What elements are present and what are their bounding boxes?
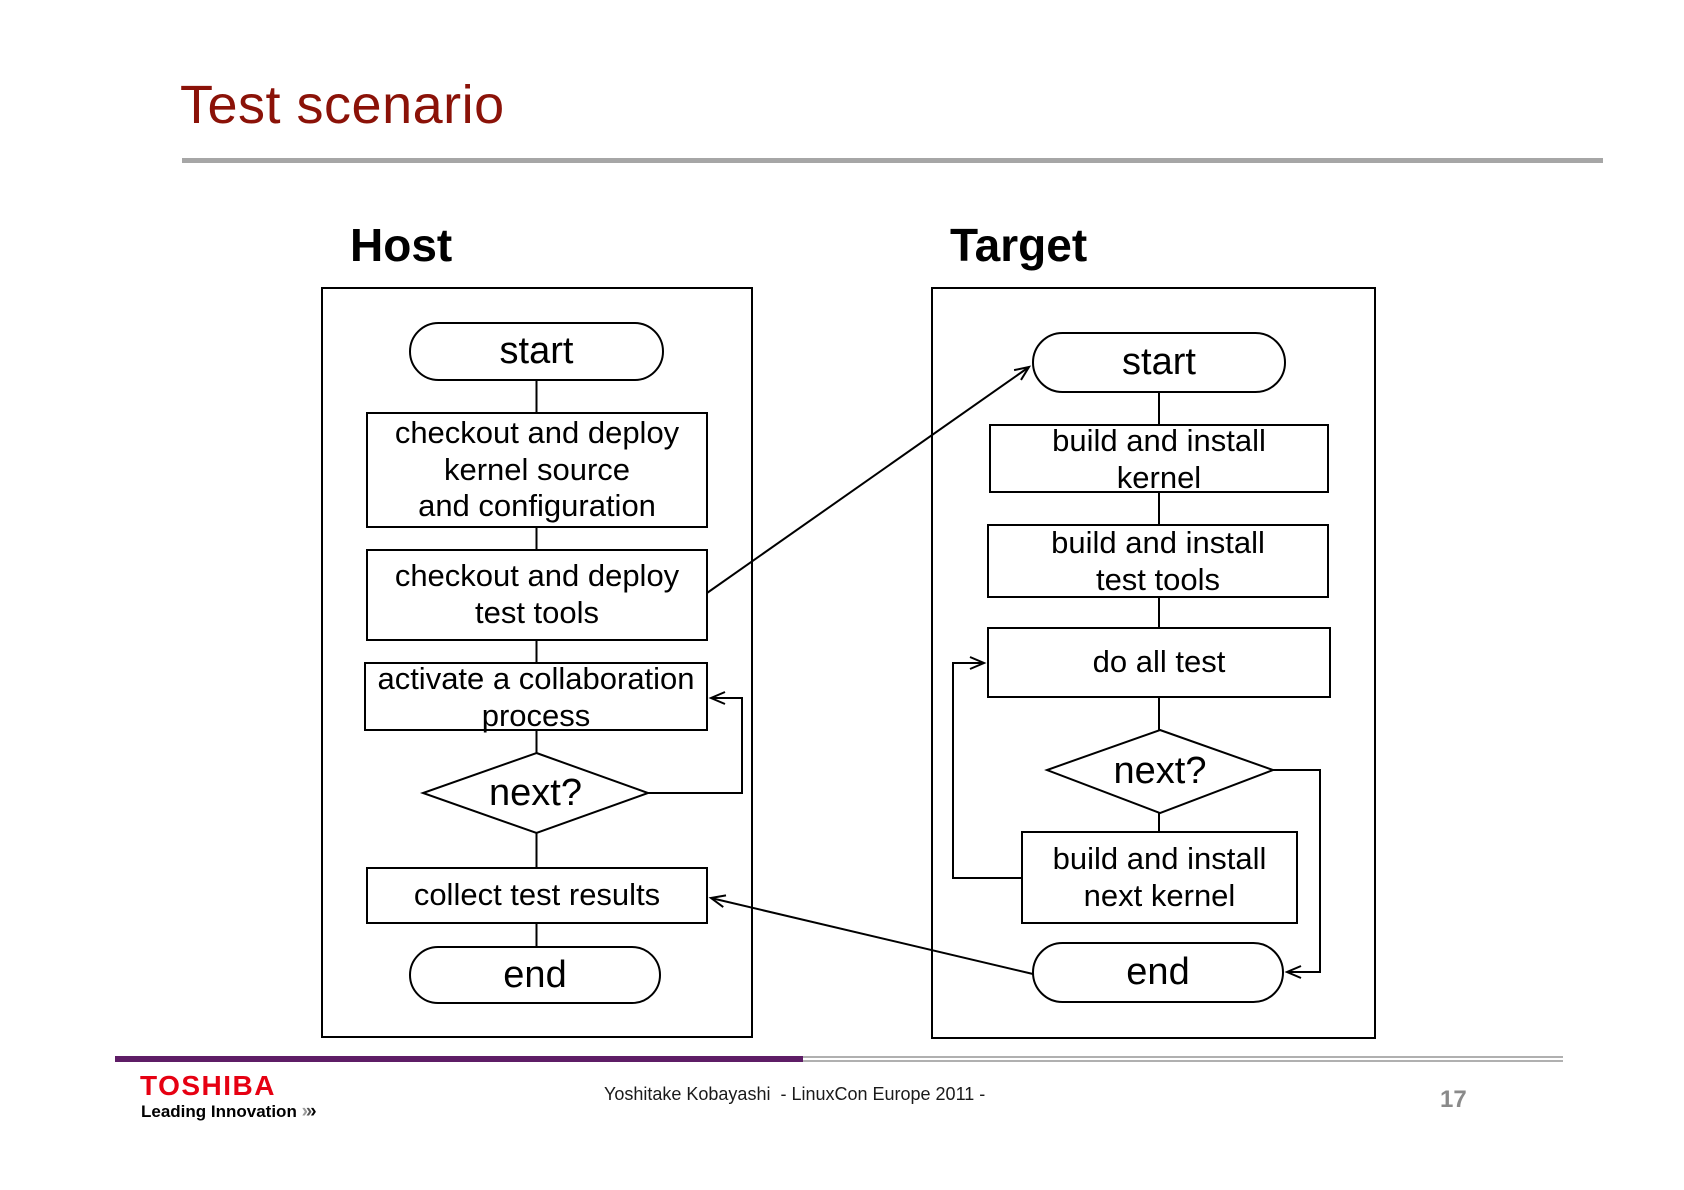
target-heading: Target <box>950 219 1088 271</box>
target-build-tools-process <box>987 524 1329 598</box>
host-checkout-kernel-label: checkout and deploy kernel source and co… <box>394 415 680 524</box>
target-next-label: next? <box>1113 750 1207 793</box>
host-next-label: next? <box>489 771 582 814</box>
target-build-next-label: build and install next kernel <box>1052 840 1267 913</box>
chevron-icon: › <box>305 1101 312 1122</box>
target-build-tools-label: build and install test tools <box>1051 525 1265 597</box>
slide-title: Test scenario <box>180 75 505 135</box>
chevron-icon: › <box>301 1101 308 1122</box>
target-end-terminator <box>1032 942 1284 1003</box>
host-checkout-kernel-process <box>366 412 708 528</box>
host-heading: Host <box>350 219 453 271</box>
footer-gray-rule <box>803 1056 1563 1062</box>
footer-accent-bar <box>115 1056 803 1062</box>
target-end-to-host-collect-arrow <box>708 894 1034 975</box>
host-start-terminator <box>409 322 664 381</box>
host-checkout-tools-label: checkout and deploy test tools <box>394 558 680 630</box>
target-next-decision <box>1044 728 1276 815</box>
target-build-kernel-label: build and install kernel <box>1052 422 1266 495</box>
target-build-next-process <box>1021 831 1298 924</box>
target-next-to-end-arrow <box>1273 769 1321 979</box>
target-build-kernel-process <box>989 424 1329 493</box>
target-do-all-test-process <box>987 627 1331 698</box>
host-start-label: start <box>499 330 574 373</box>
title-rule <box>182 158 1603 163</box>
host-end-label: end <box>503 953 567 996</box>
target-start-terminator <box>1032 332 1286 393</box>
toshiba-logo: TOSHIBA <box>140 1070 276 1101</box>
target-panel <box>931 287 1376 1039</box>
host-collect-process <box>366 867 708 924</box>
page-number: 17 <box>1440 1086 1467 1113</box>
host-panel <box>321 287 753 1038</box>
chevron-icon: › <box>310 1101 316 1122</box>
host-checkout-tools-process <box>366 549 708 641</box>
target-do-all-test-label: do all test <box>1092 644 1226 680</box>
target-end-label: end <box>1126 951 1190 994</box>
host-activate-label: activate a collaboration process <box>377 661 695 733</box>
host-next-decision <box>419 751 651 835</box>
target-start-label: start <box>1122 341 1196 384</box>
host-activate-process <box>364 662 708 731</box>
host-collect-label: collect test results <box>413 877 661 913</box>
host-end-terminator <box>409 946 661 1004</box>
footer-credit: Yoshitake Kobayashi - LinuxCon Europe 20… <box>604 1084 986 1104</box>
toshiba-tagline: Leading Innovation ››› <box>141 1101 317 1123</box>
target-next-kernel-loop-arrow <box>952 656 1022 879</box>
host-next-loop-arrow <box>648 691 743 794</box>
host-tools-to-target-start-arrow <box>706 365 1032 594</box>
tagline-text: Leading Innovation <box>141 1102 302 1121</box>
